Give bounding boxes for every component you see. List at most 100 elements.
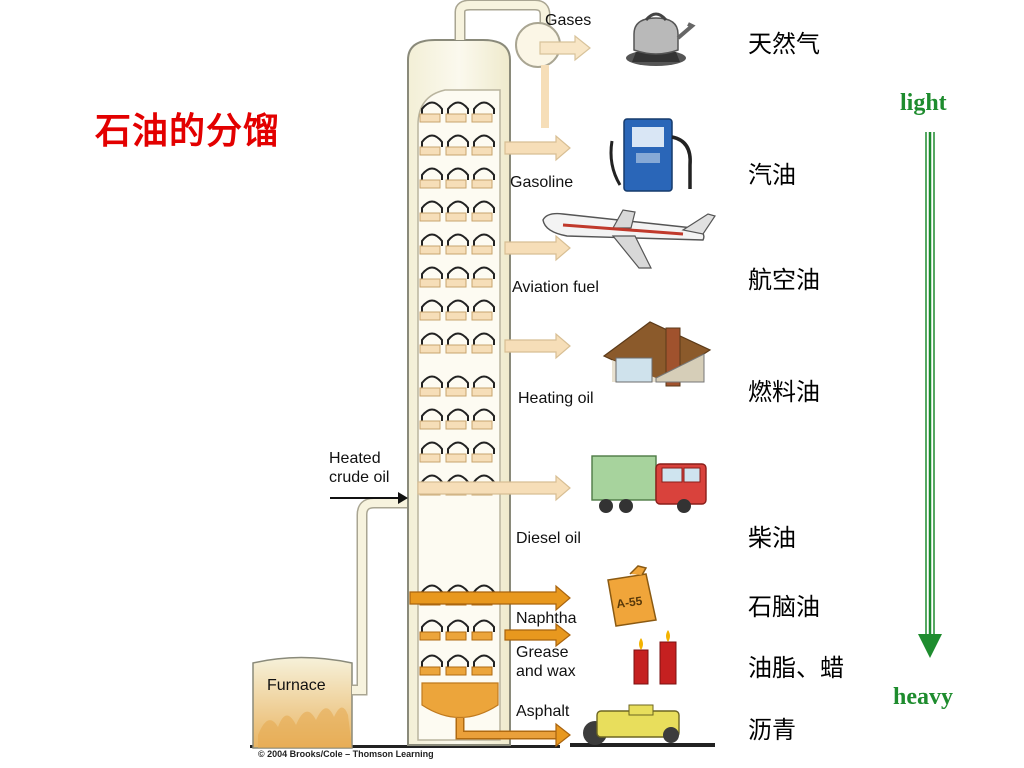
tray-liquid bbox=[419, 420, 441, 430]
naphtha-arrow bbox=[409, 584, 571, 612]
tray-liquid bbox=[419, 666, 441, 676]
scale-label-light: light bbox=[900, 90, 947, 116]
candles-icon bbox=[633, 630, 677, 685]
tray-cap bbox=[421, 441, 443, 454]
tray-cap bbox=[421, 266, 443, 279]
tray-liquid bbox=[419, 146, 441, 156]
tray-cap bbox=[421, 299, 443, 312]
tray-cap bbox=[421, 619, 443, 632]
tray-cap bbox=[421, 233, 443, 246]
house-icon bbox=[602, 321, 712, 387]
tray-liquid bbox=[471, 278, 493, 288]
tray-liquid bbox=[471, 666, 493, 676]
chinese-label-heating-oil: 燃料油 bbox=[748, 378, 820, 406]
tray-liquid bbox=[471, 344, 493, 354]
chinese-label-diesel: 柴油 bbox=[748, 524, 796, 552]
tray-liquid bbox=[419, 311, 441, 321]
tray-cap bbox=[447, 233, 469, 246]
fraction-label-asphalt: Asphalt bbox=[516, 703, 570, 720]
truck-icon bbox=[591, 455, 707, 513]
crude-oil-inlet-arrowhead bbox=[398, 492, 408, 504]
fraction-label-diesel-oil: Diesel oil bbox=[516, 530, 581, 547]
tray-cap bbox=[473, 619, 495, 632]
crude-oil-label-line-2: crude oil bbox=[329, 469, 390, 486]
chinese-label-grease-wax: 油脂、蜡 bbox=[748, 654, 844, 682]
tray-liquid bbox=[419, 179, 441, 189]
tray-cap bbox=[447, 200, 469, 213]
tray-cap bbox=[447, 134, 469, 147]
tray-liquid bbox=[419, 387, 441, 397]
tray-cap bbox=[473, 134, 495, 147]
tray-liquid bbox=[471, 179, 493, 189]
tray-cap bbox=[473, 299, 495, 312]
tray-liquid bbox=[445, 387, 467, 397]
page-title: 石油的分馏 bbox=[95, 111, 281, 152]
tray-liquid bbox=[419, 344, 441, 354]
chinese-label-naphtha: 石脑油 bbox=[748, 593, 820, 621]
tray-liquid bbox=[471, 245, 493, 255]
tray-liquid bbox=[471, 453, 493, 463]
fraction-label-naphtha: Naphtha bbox=[516, 610, 577, 627]
tray-liquid bbox=[445, 179, 467, 189]
grease-arrow bbox=[504, 622, 571, 648]
light-heavy-scale-arrow bbox=[918, 132, 942, 658]
fraction-label-gasoline: Gasoline bbox=[510, 174, 574, 191]
tray-cap bbox=[421, 101, 443, 114]
heating-oil-arrow bbox=[504, 332, 571, 360]
tray-liquid bbox=[445, 666, 467, 676]
chinese-label-asphalt: 沥青 bbox=[748, 716, 796, 744]
tray-cap bbox=[421, 375, 443, 388]
furnace-label: Furnace bbox=[267, 677, 326, 694]
tray-liquid bbox=[419, 245, 441, 255]
kettle-icon bbox=[626, 12, 696, 66]
fuel-can-icon: A-55 bbox=[607, 565, 657, 627]
tray-cap bbox=[447, 408, 469, 421]
gasoline-arrow bbox=[504, 134, 571, 162]
fraction-label-grease-line-1: Grease bbox=[516, 644, 569, 661]
tray-cap bbox=[473, 654, 495, 667]
tray-cap bbox=[473, 200, 495, 213]
tray-liquid bbox=[471, 113, 493, 123]
tray-cap bbox=[421, 134, 443, 147]
tray-cap bbox=[447, 441, 469, 454]
scale-label-heavy: heavy bbox=[893, 684, 953, 710]
tray-cap bbox=[447, 299, 469, 312]
tray-cap bbox=[421, 200, 443, 213]
fraction-label-grease-and-wax: Grease and wax bbox=[516, 643, 576, 681]
fraction-label-grease-line-2: and wax bbox=[516, 663, 576, 680]
tray-liquid bbox=[445, 146, 467, 156]
fraction-output-arrows bbox=[409, 134, 571, 748]
tray-cap bbox=[473, 408, 495, 421]
tray-cap bbox=[421, 167, 443, 180]
road-roller-icon bbox=[583, 704, 680, 745]
chinese-label-gasoline: 汽油 bbox=[748, 161, 796, 189]
tray-cap bbox=[447, 332, 469, 345]
fraction-label-gases: Gases bbox=[545, 12, 592, 29]
gases-arrow bbox=[539, 34, 591, 62]
airplane-icon bbox=[542, 209, 716, 269]
diesel-oil-arrow bbox=[417, 474, 571, 502]
tray-liquid bbox=[419, 212, 441, 222]
tray-cap bbox=[447, 266, 469, 279]
tray-liquid bbox=[445, 453, 467, 463]
tray-liquid bbox=[445, 245, 467, 255]
tray-liquid bbox=[445, 212, 467, 222]
tray-liquid bbox=[471, 631, 493, 641]
fuel-can-label: A-55 bbox=[615, 594, 643, 612]
tray-cap bbox=[473, 441, 495, 454]
tray-liquid bbox=[471, 146, 493, 156]
tray-cap bbox=[421, 654, 443, 667]
copyright-notice: © 2004 Brooks/Cole – Thomson Learning bbox=[258, 749, 434, 759]
tray-cap bbox=[421, 408, 443, 421]
fuel-pump-icon bbox=[609, 118, 692, 192]
tray-cap bbox=[447, 101, 469, 114]
crude-oil-label: Heated crude oil bbox=[329, 449, 389, 487]
tray-cap bbox=[473, 167, 495, 180]
ground bbox=[250, 745, 560, 748]
asphalt-pool bbox=[421, 682, 499, 719]
tray-cap bbox=[473, 233, 495, 246]
tray-liquid bbox=[419, 113, 441, 123]
tray-liquid bbox=[445, 278, 467, 288]
tray-cap bbox=[447, 167, 469, 180]
